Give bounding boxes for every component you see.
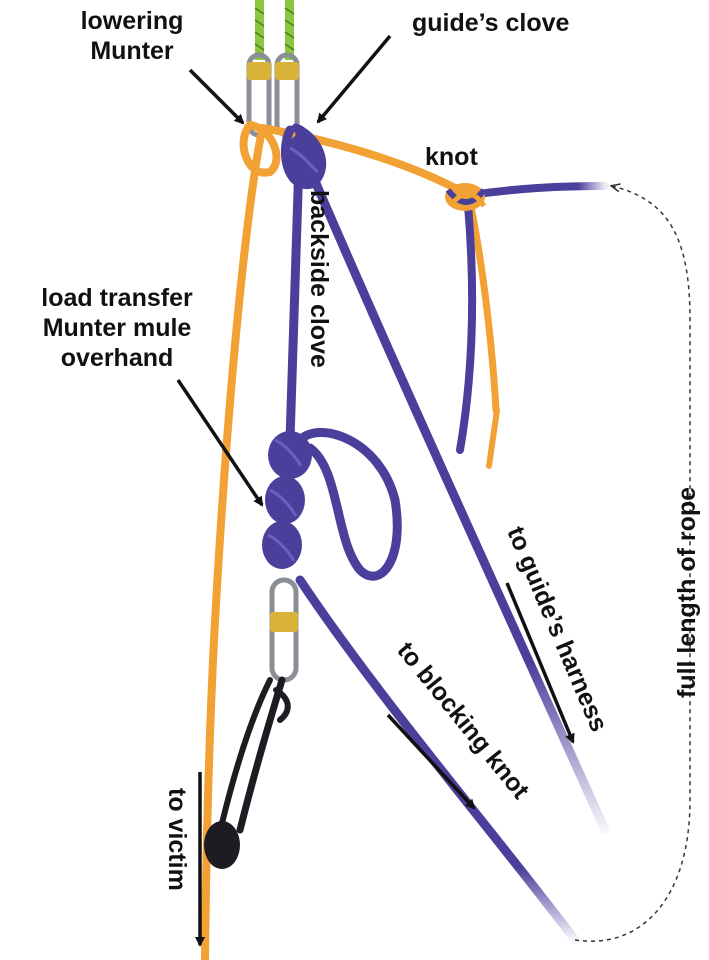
guides-clove-hitch xyxy=(284,134,320,186)
label-lowering-munter-line2: Munter xyxy=(62,36,202,66)
label-knot: knot xyxy=(425,142,478,172)
pointer-arrows xyxy=(178,36,573,945)
label-guides-clove: guide’s clove xyxy=(412,8,569,38)
lowering-munter-arrow xyxy=(190,70,243,123)
label-load-transfer-line2: Munter mule xyxy=(12,313,222,343)
label-full-length-of-rope: full length of rope xyxy=(672,487,702,698)
anchor-sling xyxy=(255,0,294,60)
load-transfer-knot xyxy=(262,431,312,569)
label-load-transfer: load transfer Munter mule overhand xyxy=(12,283,222,373)
label-load-transfer-line3: overhand xyxy=(12,343,222,373)
guides-clove-arrow xyxy=(318,36,390,122)
label-to-victim: to victim xyxy=(162,788,192,891)
label-backside-clove: backside clove xyxy=(304,190,334,368)
label-lowering-munter-line1: lowering xyxy=(62,6,202,36)
label-load-transfer-line1: load transfer xyxy=(12,283,222,313)
lower-carabiner xyxy=(270,580,298,680)
joining-knot xyxy=(445,183,485,211)
orange-rope xyxy=(205,125,497,960)
label-lowering-munter: lowering Munter xyxy=(62,6,202,66)
black-cord xyxy=(204,680,288,869)
